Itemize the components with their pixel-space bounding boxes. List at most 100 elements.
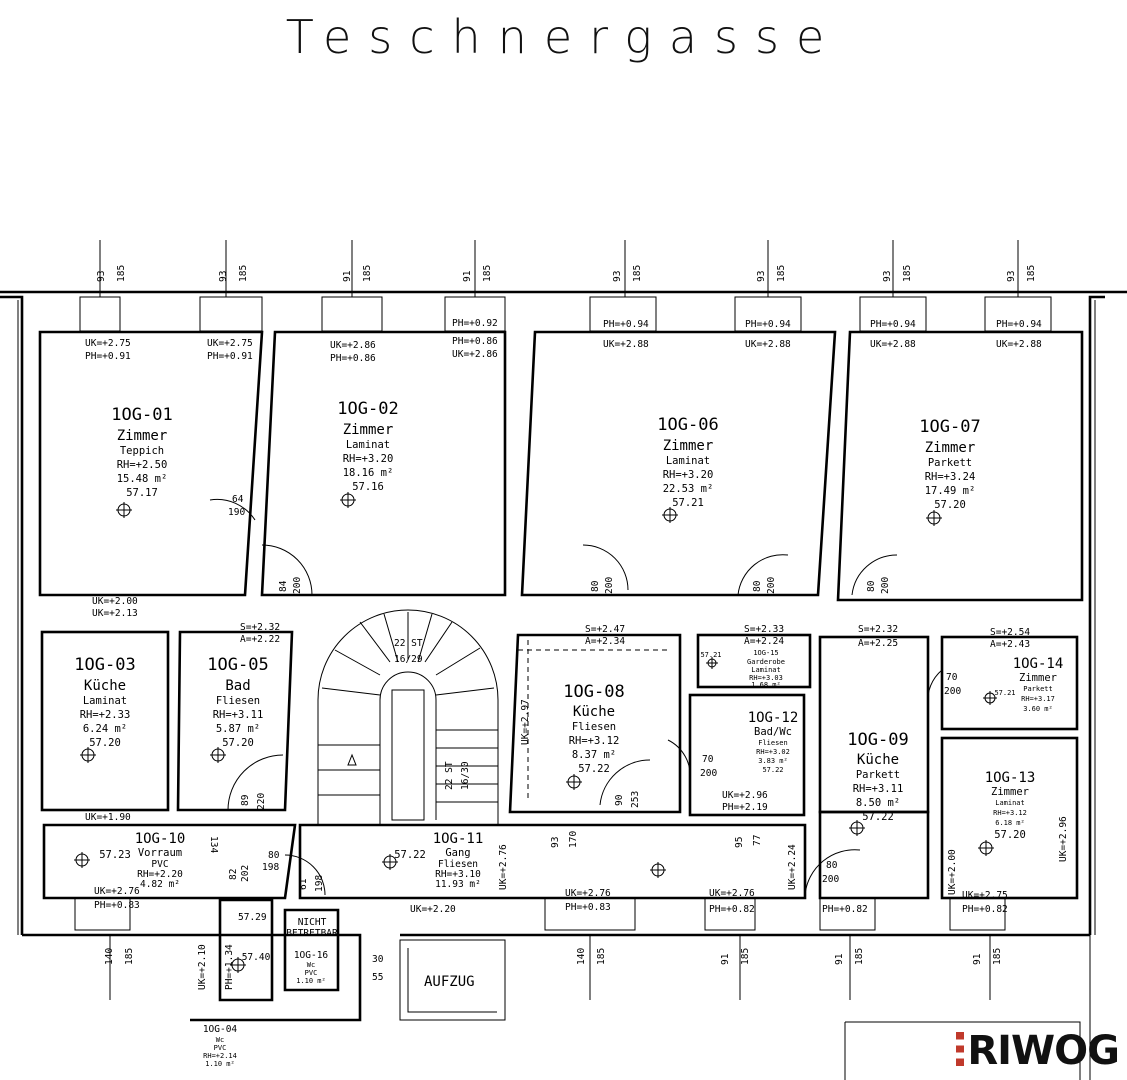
room-label-1og-14: 1OG-14 Zimmer Parkett RH=+3.17 3.60 m² 5… bbox=[994, 656, 1063, 713]
svg-text:16/29: 16/29 bbox=[394, 654, 423, 665]
svg-text:PH=+0.92: PH=+0.92 bbox=[452, 318, 498, 329]
svg-text:200: 200 bbox=[944, 686, 961, 697]
svg-text:A=+2.22: A=+2.22 bbox=[240, 634, 280, 645]
svg-text:PH=+2.19: PH=+2.19 bbox=[722, 802, 768, 813]
svg-text:57.21: 57.21 bbox=[700, 651, 721, 659]
svg-text:Laminat: Laminat bbox=[995, 799, 1025, 807]
svg-text:RH=+3.02: RH=+3.02 bbox=[756, 748, 790, 756]
svg-text:PH=+0.91: PH=+0.91 bbox=[207, 351, 253, 362]
svg-text:80: 80 bbox=[826, 860, 838, 871]
svg-text:RH=+3.20: RH=+3.20 bbox=[663, 469, 714, 481]
room-label-1og-13: 1OG-13 Zimmer Laminat RH=+3.12 6.18 m² 5… bbox=[985, 770, 1036, 841]
svg-text:Küche: Küche bbox=[573, 704, 615, 720]
svg-text:Fliesen: Fliesen bbox=[216, 695, 260, 707]
svg-text:57.22: 57.22 bbox=[394, 849, 426, 861]
svg-text:RH=+3.11: RH=+3.11 bbox=[853, 783, 904, 795]
svg-text:57.20: 57.20 bbox=[994, 829, 1026, 841]
svg-text:3.60 m²: 3.60 m² bbox=[1023, 705, 1053, 713]
svg-text:Teppich: Teppich bbox=[120, 445, 164, 457]
svg-text:PH=+0.82: PH=+0.82 bbox=[709, 904, 755, 915]
svg-text:RH=+3.12: RH=+3.12 bbox=[569, 735, 620, 747]
svg-text:57.23: 57.23 bbox=[99, 849, 131, 861]
svg-text:Parkett: Parkett bbox=[1023, 685, 1053, 693]
svg-text:Zimmer: Zimmer bbox=[991, 786, 1029, 798]
svg-text:22.53 m²: 22.53 m² bbox=[663, 483, 714, 495]
svg-text:Wc: Wc bbox=[307, 961, 315, 969]
svg-text:4.82 m²: 4.82 m² bbox=[140, 879, 180, 890]
svg-text:S=+2.33: S=+2.33 bbox=[744, 624, 784, 635]
svg-text:55: 55 bbox=[372, 972, 383, 983]
svg-text:91: 91 bbox=[720, 953, 731, 965]
svg-text:1OG-08: 1OG-08 bbox=[563, 682, 624, 702]
svg-text:93: 93 bbox=[1006, 271, 1017, 282]
svg-text:57.21: 57.21 bbox=[672, 497, 704, 509]
svg-text:PH=+0.83: PH=+0.83 bbox=[94, 900, 140, 911]
svg-text:Bad/Wc: Bad/Wc bbox=[754, 726, 792, 738]
svg-text:57.20: 57.20 bbox=[89, 737, 121, 749]
svg-text:93: 93 bbox=[218, 271, 229, 282]
svg-text:185: 185 bbox=[992, 948, 1003, 965]
svg-text:1.10 m²: 1.10 m² bbox=[296, 977, 326, 985]
top-window-labels: 93 185 UK=+2.75 PH=+0.91 93 185 UK=+2.75… bbox=[85, 265, 1042, 364]
svg-text:185: 185 bbox=[1026, 265, 1037, 282]
svg-text:5.87 m²: 5.87 m² bbox=[216, 723, 260, 735]
svg-text:198: 198 bbox=[262, 862, 279, 873]
svg-text:Parkett: Parkett bbox=[928, 457, 972, 469]
room-label-1og-01: 1OG-01 Zimmer Teppich RH=+2.50 15.48 m² … bbox=[111, 405, 172, 499]
svg-text:95: 95 bbox=[734, 837, 745, 848]
bottom-window-labels: UK=+2.76 PH=+0.83 140 185 UK=+2.76 PH=+0… bbox=[94, 886, 1008, 965]
svg-text:Zimmer: Zimmer bbox=[663, 438, 714, 454]
svg-text:Zimmer: Zimmer bbox=[925, 440, 976, 456]
svg-text:PH=+0.94: PH=+0.94 bbox=[996, 319, 1042, 330]
svg-text:90: 90 bbox=[614, 794, 625, 806]
svg-text:84: 84 bbox=[278, 580, 289, 592]
svg-text:Fliesen: Fliesen bbox=[758, 739, 788, 747]
svg-text:PH=+0.83: PH=+0.83 bbox=[565, 902, 611, 913]
stair-labels: 22 ST 16/29 22 ST 16/30 bbox=[394, 638, 471, 790]
svg-text:91: 91 bbox=[834, 953, 845, 965]
svg-text:93: 93 bbox=[756, 271, 767, 282]
svg-text:Laminat: Laminat bbox=[83, 695, 127, 707]
svg-text:77: 77 bbox=[752, 835, 763, 846]
svg-text:15.48 m²: 15.48 m² bbox=[117, 473, 168, 485]
svg-text:UK=+1.90: UK=+1.90 bbox=[85, 812, 131, 823]
svg-text:UK=+2.88: UK=+2.88 bbox=[603, 339, 649, 350]
svg-text:1OG-09: 1OG-09 bbox=[847, 730, 908, 750]
svg-text:91: 91 bbox=[342, 270, 353, 282]
svg-text:22 ST: 22 ST bbox=[444, 761, 455, 790]
svg-text:170: 170 bbox=[568, 831, 579, 848]
svg-text:1OG-10: 1OG-10 bbox=[135, 831, 186, 847]
svg-text:Parkett: Parkett bbox=[856, 769, 900, 781]
svg-text:UK=+2.13: UK=+2.13 bbox=[92, 608, 138, 619]
room-label-1og-10: 1OG-10 Vorraum PVC RH=+2.20 4.82 m² 57.2… bbox=[99, 831, 185, 890]
svg-text:16/30: 16/30 bbox=[460, 761, 471, 790]
svg-text:185: 185 bbox=[238, 265, 249, 282]
svg-text:1OG-01: 1OG-01 bbox=[111, 405, 172, 425]
svg-text:UK=+2.20: UK=+2.20 bbox=[410, 904, 456, 915]
svg-text:PH=+1.34: PH=+1.34 bbox=[224, 944, 235, 990]
svg-text:220: 220 bbox=[256, 793, 267, 810]
svg-text:Küche: Küche bbox=[857, 752, 899, 768]
svg-text:8.37 m²: 8.37 m² bbox=[572, 749, 616, 761]
svg-text:RH=+3.03: RH=+3.03 bbox=[749, 674, 783, 682]
svg-text:S=+2.32: S=+2.32 bbox=[858, 624, 898, 635]
svg-text:PH=+0.86: PH=+0.86 bbox=[330, 353, 376, 364]
svg-text:200: 200 bbox=[292, 577, 303, 594]
svg-text:Zimmer: Zimmer bbox=[1019, 672, 1057, 684]
room-label-1og-15: 1OG-15 Garderobe Laminat RH=+3.03 1.68 m… bbox=[700, 649, 785, 689]
svg-text:61: 61 bbox=[298, 878, 309, 890]
svg-text:Fliesen: Fliesen bbox=[572, 721, 616, 733]
svg-text:11.93 m²: 11.93 m² bbox=[435, 879, 481, 890]
svg-text:70: 70 bbox=[946, 672, 958, 683]
svg-text:UK=+2.76: UK=+2.76 bbox=[94, 886, 140, 897]
room-label-1og-07: 1OG-07 Zimmer Parkett RH=+3.24 17.49 m² … bbox=[919, 417, 980, 511]
svg-text:PH=+0.91: PH=+0.91 bbox=[85, 351, 131, 362]
svg-text:185: 185 bbox=[482, 265, 493, 282]
svg-text:140: 140 bbox=[576, 948, 587, 965]
riwog-logo: RIWOG bbox=[956, 1028, 1120, 1074]
svg-text:RH=+2.14: RH=+2.14 bbox=[203, 1052, 237, 1060]
bottom-windows bbox=[74, 897, 1006, 1000]
svg-text:UK=+2.96: UK=+2.96 bbox=[722, 790, 768, 801]
svg-text:253: 253 bbox=[630, 791, 641, 808]
